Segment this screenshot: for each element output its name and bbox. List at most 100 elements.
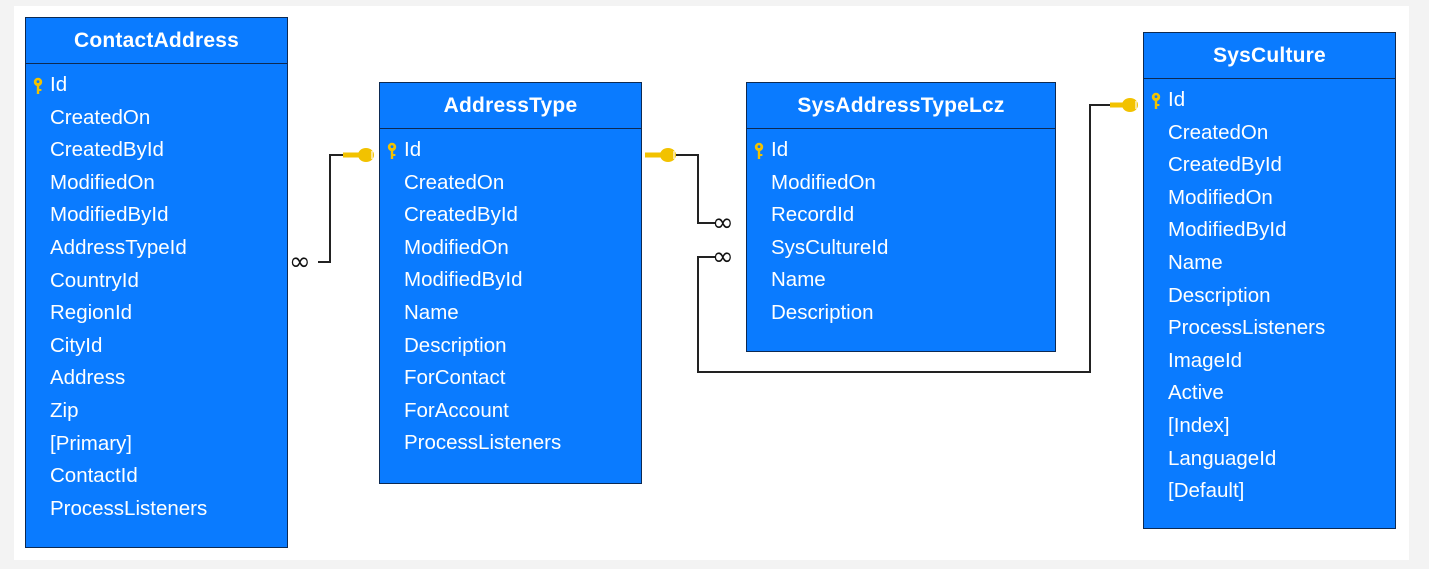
primary-key-icon bbox=[33, 77, 43, 94]
field-name: ImageId bbox=[1168, 348, 1243, 372]
field-row[interactable]: CreatedById bbox=[380, 199, 641, 232]
field-name: CreatedById bbox=[50, 138, 164, 162]
field-name: Id bbox=[771, 138, 789, 161]
field-row[interactable]: Id bbox=[1144, 84, 1395, 117]
field-name: [Primary] bbox=[50, 431, 132, 455]
field-row[interactable]: Name bbox=[380, 297, 641, 330]
field-row[interactable]: ForContact bbox=[380, 362, 641, 395]
field-row[interactable]: CountryId bbox=[26, 265, 287, 298]
field-name: Active bbox=[1168, 381, 1224, 405]
field-name: Id bbox=[1168, 88, 1186, 111]
field-name: CountryId bbox=[50, 268, 139, 292]
table-title: SysAddressTypeLcz bbox=[747, 83, 1055, 129]
field-name: ContactId bbox=[50, 464, 138, 488]
field-name: ModifiedOn bbox=[1168, 185, 1273, 209]
field-row[interactable]: ModifiedOn bbox=[26, 167, 287, 200]
field-row[interactable]: CreatedOn bbox=[26, 102, 287, 135]
field-name: Description bbox=[404, 333, 507, 357]
field-name: ProcessListeners bbox=[404, 431, 562, 455]
field-row[interactable]: ModifiedById bbox=[380, 264, 641, 297]
field-name: ProcessListeners bbox=[1168, 316, 1326, 340]
field-row[interactable]: ProcessListeners bbox=[1144, 312, 1395, 345]
field-name: RecordId bbox=[771, 203, 855, 227]
field-row[interactable]: ModifiedOn bbox=[747, 167, 1055, 200]
field-name: Description bbox=[1168, 283, 1271, 307]
field-row[interactable]: AddressTypeId bbox=[26, 232, 287, 265]
field-row[interactable]: Address bbox=[26, 362, 287, 395]
field-name: ProcessListeners bbox=[50, 496, 208, 520]
field-row[interactable]: ContactId bbox=[26, 460, 287, 493]
table-contact-address[interactable]: ContactAddress Id CreatedOn CreatedById … bbox=[25, 17, 288, 548]
primary-key-icon bbox=[754, 142, 764, 159]
field-name: CreatedOn bbox=[404, 170, 505, 194]
field-name: ModifiedOn bbox=[771, 170, 876, 194]
field-row[interactable]: [Index] bbox=[1144, 410, 1395, 443]
field-name: Name bbox=[404, 300, 459, 324]
field-row[interactable]: CreatedOn bbox=[1144, 117, 1395, 150]
field-row[interactable]: ForAccount bbox=[380, 395, 641, 428]
field-row[interactable]: RegionId bbox=[26, 297, 287, 330]
table-title: AddressType bbox=[380, 83, 641, 129]
field-name: CreatedOn bbox=[1168, 120, 1269, 144]
field-row[interactable]: CreatedById bbox=[1144, 149, 1395, 182]
field-name: ModifiedById bbox=[404, 268, 523, 292]
field-row[interactable]: ImageId bbox=[1144, 345, 1395, 378]
field-row[interactable]: [Default] bbox=[1144, 475, 1395, 508]
field-name: CreatedOn bbox=[50, 105, 151, 129]
field-name: Name bbox=[771, 268, 826, 292]
field-name: Description bbox=[771, 300, 874, 324]
field-name: ForAccount bbox=[404, 398, 509, 422]
field-name: Id bbox=[404, 138, 422, 161]
primary-key-icon bbox=[1151, 92, 1161, 109]
field-row[interactable]: Id bbox=[380, 134, 641, 167]
field-row[interactable]: Id bbox=[26, 69, 287, 102]
field-row[interactable]: CreatedOn bbox=[380, 167, 641, 200]
field-row[interactable]: ModifiedById bbox=[26, 199, 287, 232]
field-row[interactable]: Active bbox=[1144, 377, 1395, 410]
field-name: AddressTypeId bbox=[50, 235, 187, 259]
field-name: Zip bbox=[50, 398, 79, 422]
field-name: ModifiedOn bbox=[50, 170, 155, 194]
field-list: Id CreatedOn CreatedById ModifiedOn Modi… bbox=[26, 64, 287, 525]
field-name: CreatedById bbox=[404, 203, 518, 227]
field-name: CreatedById bbox=[1168, 153, 1282, 177]
field-name: RegionId bbox=[50, 301, 133, 325]
primary-key-icon bbox=[387, 142, 397, 159]
field-name: Address bbox=[50, 366, 126, 390]
field-row[interactable]: ProcessListeners bbox=[380, 427, 641, 460]
table-title: SysCulture bbox=[1144, 33, 1395, 79]
field-name: ModifiedById bbox=[1168, 218, 1287, 242]
field-row[interactable]: LanguageId bbox=[1144, 443, 1395, 476]
field-name: [Index] bbox=[1168, 413, 1230, 437]
field-row[interactable]: Name bbox=[747, 264, 1055, 297]
table-title: ContactAddress bbox=[26, 18, 287, 64]
field-row[interactable]: ModifiedOn bbox=[380, 232, 641, 265]
field-row[interactable]: CreatedById bbox=[26, 134, 287, 167]
field-row[interactable]: Name bbox=[1144, 247, 1395, 280]
field-row[interactable]: [Primary] bbox=[26, 428, 287, 461]
field-row[interactable]: RecordId bbox=[747, 199, 1055, 232]
field-list: Id ModifiedOn RecordId SysCultureId Name… bbox=[747, 129, 1055, 330]
field-row[interactable]: Id bbox=[747, 134, 1055, 167]
table-address-type[interactable]: AddressType Id CreatedOn CreatedById Mod… bbox=[379, 82, 642, 484]
field-list: Id CreatedOn CreatedById ModifiedOn Modi… bbox=[1144, 79, 1395, 508]
field-name: Id bbox=[50, 73, 68, 96]
field-row[interactable]: ModifiedOn bbox=[1144, 182, 1395, 215]
field-name: ModifiedById bbox=[50, 203, 169, 227]
field-list: Id CreatedOn CreatedById ModifiedOn Modi… bbox=[380, 129, 641, 460]
field-row[interactable]: Description bbox=[747, 297, 1055, 330]
field-row[interactable]: CityId bbox=[26, 330, 287, 363]
field-name: CityId bbox=[50, 333, 103, 357]
table-sys-culture[interactable]: SysCulture Id CreatedOn CreatedById Modi… bbox=[1143, 32, 1396, 529]
field-row[interactable]: ModifiedById bbox=[1144, 214, 1395, 247]
table-sys-address-type-lcz[interactable]: SysAddressTypeLcz Id ModifiedOn RecordId… bbox=[746, 82, 1056, 352]
field-row[interactable]: Description bbox=[1144, 280, 1395, 313]
field-name: SysCultureId bbox=[771, 235, 889, 259]
field-row[interactable]: SysCultureId bbox=[747, 232, 1055, 265]
field-row[interactable]: Description bbox=[380, 330, 641, 363]
field-name: [Default] bbox=[1168, 479, 1245, 503]
field-name: LanguageId bbox=[1168, 446, 1277, 470]
field-row[interactable]: ProcessListeners bbox=[26, 493, 287, 526]
field-row[interactable]: Zip bbox=[26, 395, 287, 428]
field-name: ForContact bbox=[404, 366, 506, 390]
